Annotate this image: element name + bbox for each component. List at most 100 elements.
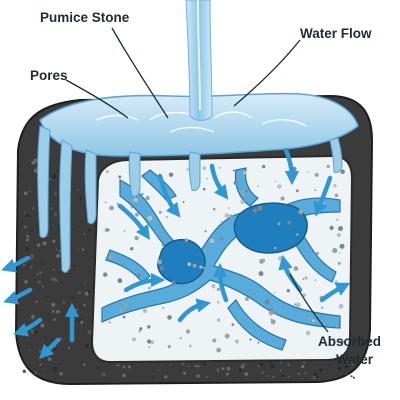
stone-speckle: [320, 315, 323, 318]
stone-speckle: [67, 346, 70, 349]
stone-speckle: [48, 178, 52, 181]
stone-speckle: [231, 323, 235, 326]
stone-speckle: [56, 170, 59, 173]
stone-speckle: [258, 271, 264, 277]
stone-speckle: [333, 184, 337, 188]
stone-speckle: [40, 323, 45, 328]
stone-speckle: [169, 363, 172, 365]
stone-speckle: [159, 266, 164, 271]
stone-speckle: [251, 192, 254, 194]
stone-speckle: [307, 171, 309, 173]
label-water-flow: Water Flow: [300, 26, 372, 41]
stone-speckle: [162, 306, 165, 309]
stone-speckle: [314, 372, 318, 376]
stone-speckle: [52, 277, 58, 282]
stone-speckle: [77, 291, 81, 295]
stone-speckle: [83, 281, 86, 284]
leader-pores: [65, 79, 129, 119]
stone-speckle: [110, 363, 112, 366]
stone-speckle: [196, 374, 200, 378]
stone-speckle: [332, 247, 338, 254]
stone-speckle: [259, 362, 264, 367]
stone-speckle: [287, 376, 290, 378]
stone-speckle: [34, 330, 38, 334]
stone-speckle: [182, 201, 185, 203]
stone-speckle: [197, 364, 201, 368]
stone-speckle: [305, 330, 311, 336]
stone-speckle: [339, 243, 345, 249]
stone-speckle: [46, 295, 49, 298]
stone-speckle: [148, 286, 151, 290]
stone-speckle: [321, 306, 324, 309]
stone-speckle: [36, 243, 41, 247]
stone-speckle: [181, 362, 185, 366]
stone-speckle: [103, 272, 108, 277]
stone-speckle: [167, 315, 172, 320]
stone-speckle: [273, 246, 277, 250]
stone-speckle: [294, 303, 296, 306]
stone-speckle: [280, 196, 285, 201]
stone-speckle: [131, 337, 137, 342]
stone-speckle: [41, 285, 44, 288]
stone-speckle: [352, 376, 355, 379]
stone-speckle: [186, 168, 189, 171]
stone-speckle: [130, 363, 133, 366]
stone-speckle: [138, 330, 141, 333]
stone-speckle: [116, 363, 120, 368]
stone-speckle: [33, 168, 39, 173]
stone-speckle: [22, 369, 26, 373]
stone-speckle: [336, 218, 339, 221]
stone-speckle: [60, 281, 63, 284]
stone-speckle: [23, 225, 27, 229]
stone-speckle: [123, 303, 128, 308]
stone-speckle: [286, 289, 290, 293]
stone-speckle: [108, 254, 113, 259]
stone-speckle: [234, 339, 239, 344]
stone-speckle: [188, 344, 192, 348]
stone-speckle: [314, 172, 319, 177]
stone-speckle: [53, 277, 55, 280]
stone-speckle: [87, 330, 92, 335]
stone-speckle: [245, 297, 249, 301]
stone-speckle: [206, 375, 209, 378]
stone-speckle: [56, 253, 61, 258]
stone-speckle: [168, 172, 174, 177]
stone-speckle: [83, 233, 86, 236]
flow-arrow-icon: [3, 287, 33, 305]
stone-speckle: [277, 222, 281, 226]
stone-speckle: [118, 175, 122, 179]
stone-speckle: [88, 270, 90, 272]
stone-speckle: [43, 374, 45, 377]
stone-speckle: [293, 266, 299, 271]
leader-lines: [65, 27, 329, 333]
flow-arrow-icon: [38, 337, 61, 360]
stone-speckle: [295, 302, 301, 308]
stone-speckle: [329, 225, 334, 230]
stone-speckle: [302, 361, 306, 364]
stone-speckle: [297, 372, 301, 376]
stone-speckle: [31, 161, 35, 165]
stone-speckle: [249, 338, 252, 341]
stone-speckle: [109, 205, 114, 211]
stone-speckle: [268, 310, 274, 316]
stone-speckle: [216, 318, 221, 322]
stone-speckle: [22, 263, 26, 267]
stone-speckle: [244, 372, 249, 376]
stone-speckle: [179, 337, 182, 340]
stone-speckle: [47, 357, 52, 362]
stone-speckle: [261, 164, 266, 169]
stone-speckle: [116, 202, 119, 205]
stone-speckle: [312, 376, 316, 380]
stone-speckle: [140, 277, 143, 280]
stone-speckle: [130, 206, 133, 209]
stone-speckle: [257, 205, 263, 211]
stone-speckle: [137, 273, 141, 278]
leader-pumice: [111, 27, 169, 119]
stone-speckle: [238, 368, 243, 372]
stone-speckle: [150, 340, 155, 345]
stone-speckle: [104, 201, 107, 204]
side-drips: [37, 125, 343, 273]
stone-speckle: [85, 344, 89, 348]
stone-speckle: [53, 318, 56, 321]
stone-speckle: [35, 300, 38, 304]
